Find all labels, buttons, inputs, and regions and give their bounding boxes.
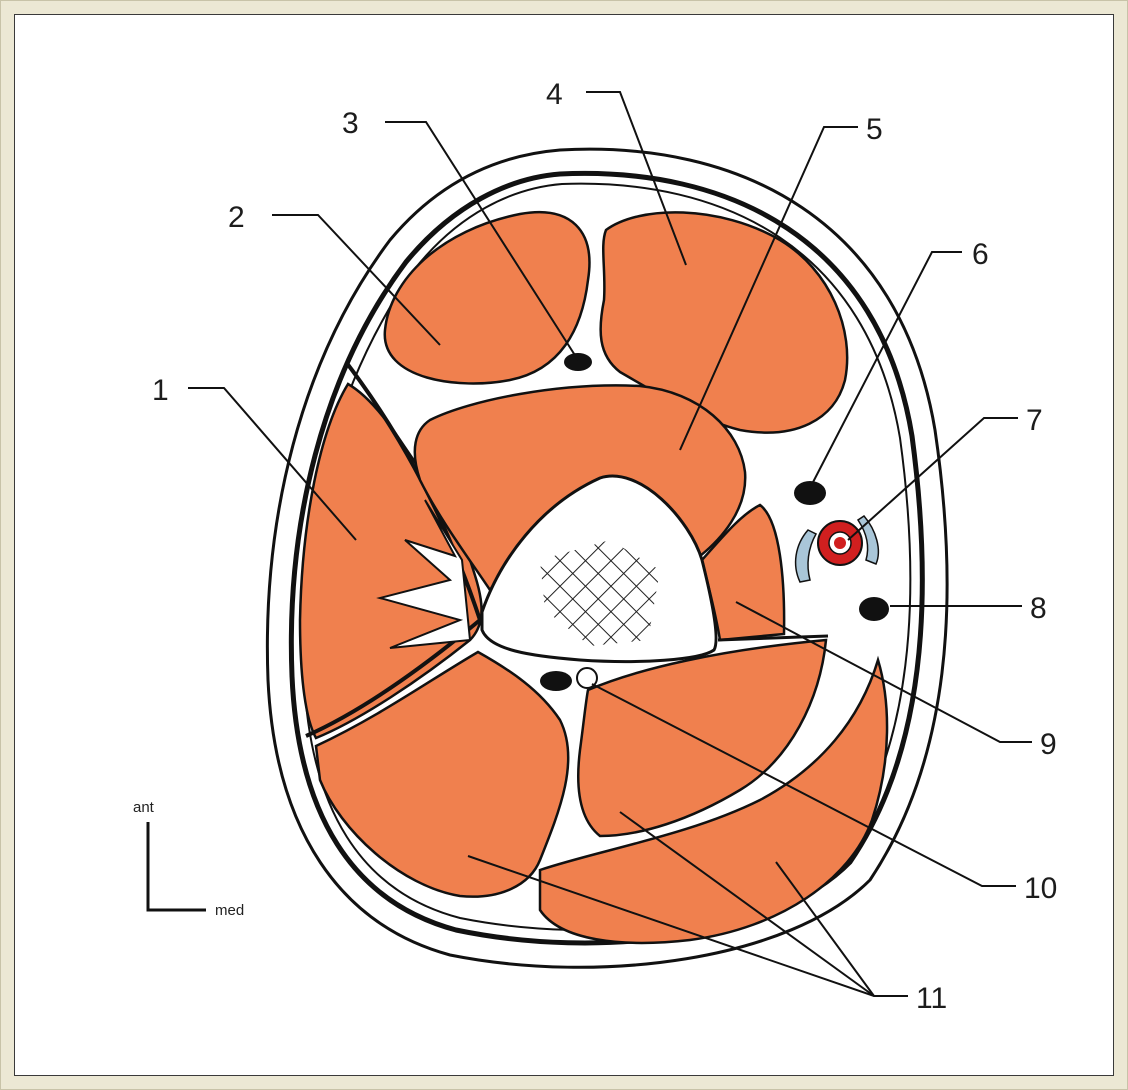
nerve-8 <box>859 597 889 621</box>
orientation-med: med <box>215 902 244 919</box>
label-9: 9 <box>1040 728 1057 761</box>
nerve-6 <box>794 481 826 505</box>
label-1: 1 <box>152 374 169 407</box>
nerve-10 <box>540 671 572 691</box>
artery-7-core <box>834 537 846 549</box>
label-5: 5 <box>866 113 883 146</box>
orientation-ant: ant <box>133 799 155 816</box>
label-10: 10 <box>1024 872 1057 905</box>
label-6: 6 <box>972 238 989 271</box>
label-4: 4 <box>546 78 563 111</box>
nerve-3 <box>564 353 592 371</box>
label-7: 7 <box>1026 404 1043 437</box>
label-2: 2 <box>228 201 245 234</box>
label-3: 3 <box>342 107 359 140</box>
orientation-axes <box>148 822 206 910</box>
label-8: 8 <box>1030 592 1047 625</box>
label-11: 11 <box>916 982 947 1015</box>
